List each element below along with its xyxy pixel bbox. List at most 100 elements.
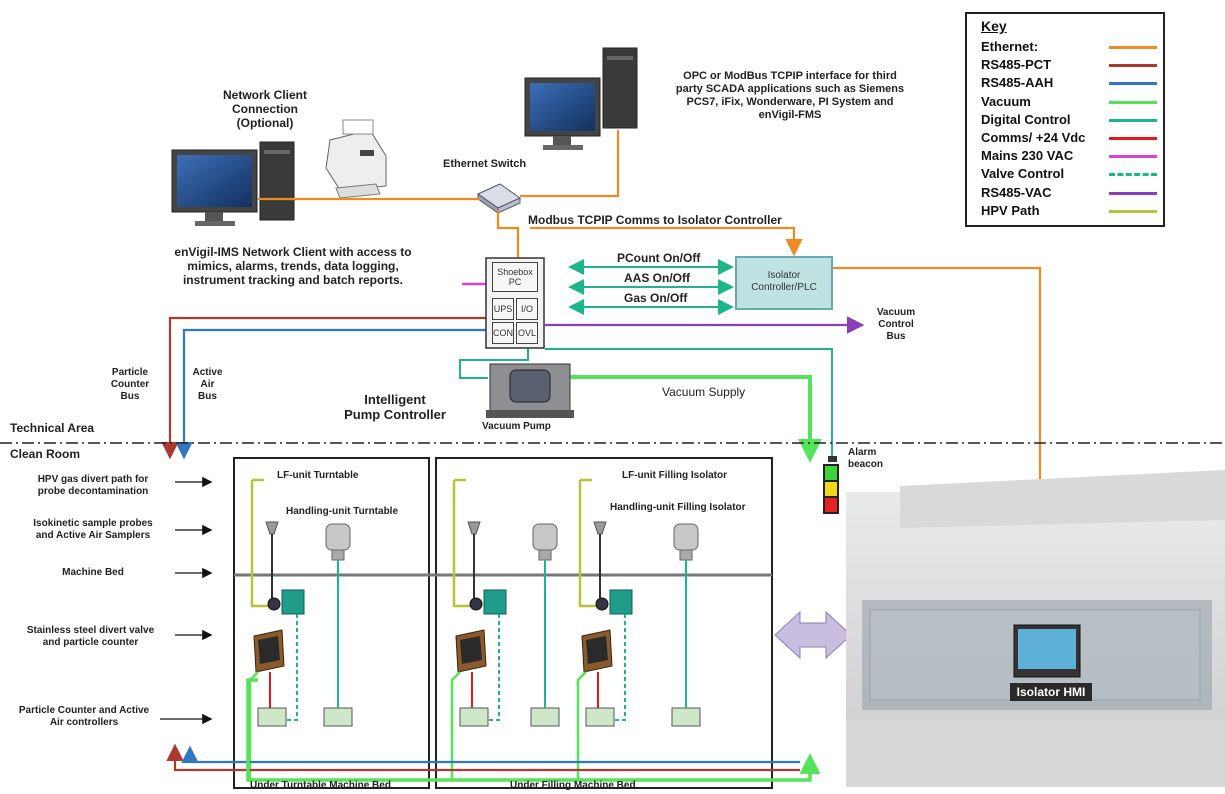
key-swatch bbox=[1109, 209, 1157, 213]
under-filling-label: Under Filling Machine Bed bbox=[510, 780, 636, 791]
handling-filling-label: Handling-unit Filling Isolator bbox=[610, 502, 746, 513]
probe-funnel-icon bbox=[467, 521, 481, 535]
intelligent-pump-label: Intelligent Pump Controller bbox=[344, 392, 446, 422]
probe-funnel-icon bbox=[593, 521, 607, 535]
bottom-rs485-aah-line bbox=[181, 745, 800, 764]
active-air-bus-line bbox=[175, 328, 486, 460]
isolator-hmi-label: Isolator HMI bbox=[1010, 683, 1092, 701]
isolator-controller-shape bbox=[735, 256, 833, 310]
key-title: Key bbox=[981, 18, 1007, 34]
key-swatch bbox=[1109, 137, 1157, 140]
key-item: RS485-VAC bbox=[981, 184, 1157, 202]
technical-area-label: Technical Area bbox=[10, 421, 95, 435]
key-item: Mains 230 VAC bbox=[981, 147, 1157, 165]
turntable-panel bbox=[233, 457, 430, 789]
scada-computer bbox=[524, 47, 638, 150]
particle-counter-face bbox=[586, 636, 608, 664]
key-swatch bbox=[1109, 191, 1157, 195]
valve-body-icon bbox=[595, 597, 609, 611]
key-item-label: HPV Path bbox=[981, 202, 1040, 218]
valve-control-line bbox=[610, 614, 626, 721]
vacuum-branch-line bbox=[576, 671, 587, 780]
key-item-label: Valve Control bbox=[981, 166, 1065, 182]
active-air-sampler-icon bbox=[532, 523, 558, 551]
active-air-sampler-icon bbox=[673, 523, 699, 551]
modbus-comms-label: Modbus TCPIP Comms to Isolator Controlle… bbox=[528, 213, 782, 227]
annotation-divert-valve: Stainless steel divert valve and particl… bbox=[26, 625, 155, 648]
isolator-machine-image bbox=[846, 470, 1225, 787]
filling-panel bbox=[435, 457, 773, 789]
opc-interface-label: OPC or ModBus TCPIP interface for third … bbox=[675, 70, 905, 121]
ovl-box: OVL bbox=[516, 322, 538, 344]
valve-body-icon bbox=[267, 597, 281, 611]
sampler-base-icon bbox=[331, 549, 345, 561]
aas-label: AAS On/Off bbox=[624, 271, 690, 285]
divert-valve-icon bbox=[609, 589, 633, 615]
annotation-probes: Isokinetic sample probes and Active Air … bbox=[33, 518, 153, 541]
key-item: Comms/ +24 Vdc bbox=[981, 129, 1157, 147]
valve-control-line bbox=[484, 614, 500, 721]
lf-filling-label: LF-unit Filling Isolator bbox=[622, 470, 727, 481]
con-box: CON bbox=[492, 322, 514, 344]
under-turntable-label: Under Turntable Machine Bed bbox=[250, 780, 391, 791]
active-air-controller-icon bbox=[671, 707, 701, 727]
alarm-beacon-label: Alarm beacon bbox=[848, 447, 884, 470]
key-item: Vacuum bbox=[981, 93, 1157, 111]
key-swatch bbox=[1109, 64, 1157, 68]
key-item: Digital Control bbox=[981, 111, 1157, 129]
key-swatch bbox=[1109, 155, 1157, 159]
ethernet-switch-icon bbox=[476, 183, 522, 214]
key-swatch bbox=[1109, 46, 1157, 49]
key-item: HPV Path bbox=[981, 202, 1157, 220]
alarm-beacon bbox=[823, 456, 839, 514]
key-swatch bbox=[1109, 82, 1157, 86]
annotation-hpv-path: HPV gas divert path for probe decontamin… bbox=[37, 474, 149, 497]
active-air-bus-label: Active Air Bus bbox=[192, 367, 223, 402]
key-swatch bbox=[1109, 100, 1157, 104]
particle-counter-controller-icon bbox=[459, 707, 489, 727]
sampler-base-icon bbox=[538, 549, 552, 561]
key-item: RS485-AAH bbox=[981, 74, 1157, 92]
key-item-label: Comms/ +24 Vdc bbox=[981, 130, 1086, 145]
key-swatch bbox=[1109, 118, 1157, 122]
active-air-sampler-icon bbox=[325, 523, 351, 551]
active-air-controller-icon bbox=[323, 707, 353, 727]
valve-body-icon bbox=[469, 597, 483, 611]
annotation-machine-bed: Machine Bed bbox=[62, 567, 124, 578]
key-item-label: Digital Control bbox=[981, 111, 1071, 127]
particle-counter-face bbox=[258, 636, 280, 664]
annotation-controllers: Particle Counter and Active Air controll… bbox=[18, 705, 150, 728]
io-box: I/O bbox=[516, 298, 538, 320]
ethernet-switch-label: Ethernet Switch bbox=[443, 158, 527, 170]
clean-room-label: Clean Room bbox=[10, 447, 81, 461]
key-item-label: RS485-PCT bbox=[981, 57, 1052, 73]
bottom-rs485-pct-line bbox=[166, 743, 800, 772]
hpv-path-line bbox=[250, 478, 270, 608]
vacuum-supply-label: Vacuum Supply bbox=[662, 385, 746, 399]
hpv-path-line bbox=[578, 478, 598, 608]
divert-valve-icon bbox=[483, 589, 507, 615]
lf-turntable-label: LF-unit Turntable bbox=[277, 470, 359, 481]
key-swatch bbox=[1109, 173, 1157, 177]
envigil-ims-label: enVigil-IMS Network Client with access t… bbox=[174, 245, 412, 287]
gas-label: Gas On/Off bbox=[624, 291, 688, 305]
link-double-arrow bbox=[774, 610, 852, 660]
key-item: Ethernet: bbox=[981, 38, 1157, 56]
isolator-controller-label: Isolator Controller/PLC bbox=[751, 270, 817, 293]
particle-counter-bus-line bbox=[161, 316, 486, 460]
bottom-vacuum-line bbox=[246, 678, 821, 782]
particle-counter-bus-label: Particle Counter Bus bbox=[110, 367, 150, 402]
digital-control-lines bbox=[459, 259, 833, 456]
ups-box: UPS bbox=[492, 298, 514, 320]
particle-counter-face bbox=[460, 636, 482, 664]
network-client-computer bbox=[171, 141, 295, 226]
printer-icon bbox=[325, 119, 387, 199]
annotation-arrows bbox=[160, 476, 213, 725]
valve-control-line bbox=[282, 614, 298, 721]
vacuum-branch-line bbox=[248, 671, 259, 780]
network-client-label: Network Client Connection (Optional) bbox=[222, 88, 307, 130]
active-air-controller-icon bbox=[530, 707, 560, 727]
hpv-path-line bbox=[452, 478, 472, 608]
